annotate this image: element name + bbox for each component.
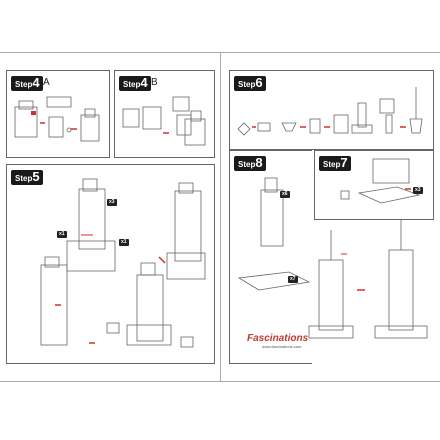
- step-8-panel: Step8: [229, 150, 312, 364]
- piece-tag-x6: x6: [280, 191, 290, 198]
- step-4a-panel: Step4 A: [6, 70, 110, 158]
- step-4a-sub: A: [43, 77, 50, 88]
- step-6-label: Step6: [234, 76, 266, 91]
- step-4a-diagram: [14, 96, 100, 142]
- step-6-diagram: [237, 87, 423, 136]
- center-divider: [220, 52, 221, 382]
- step-8-diagram: [237, 177, 428, 339]
- step-4b-label: Step4: [119, 76, 151, 91]
- step-7-diagram: [340, 158, 421, 204]
- step-4a-label: Step4: [11, 76, 43, 91]
- step-8-label: Step8: [234, 156, 266, 171]
- step-4b-sub: B: [151, 77, 158, 88]
- step-5-panel: Step5 x3 x1 x1: [6, 164, 215, 364]
- step-7-label: Step7: [319, 156, 351, 171]
- brand-logo: Fascinations: [247, 333, 309, 344]
- piece-tag-x3-a: x3: [107, 199, 117, 206]
- step-7-panel: Step7 x3: [314, 150, 434, 220]
- step-5-label: Step5: [11, 170, 43, 185]
- piece-tag-x7: x7: [288, 276, 298, 283]
- step-4b-panel: Step4 B: [114, 70, 215, 158]
- step-5-diagram: [40, 178, 206, 348]
- step-4b-diagram: [122, 96, 206, 146]
- piece-tag-x1-a: x1: [57, 231, 67, 238]
- step-6-panel: Step6: [229, 70, 434, 150]
- piece-tag-x1-b: x1: [119, 239, 129, 246]
- brand-url: www.fascinations.com: [262, 344, 302, 349]
- piece-tag-x3-b: x3: [413, 187, 423, 194]
